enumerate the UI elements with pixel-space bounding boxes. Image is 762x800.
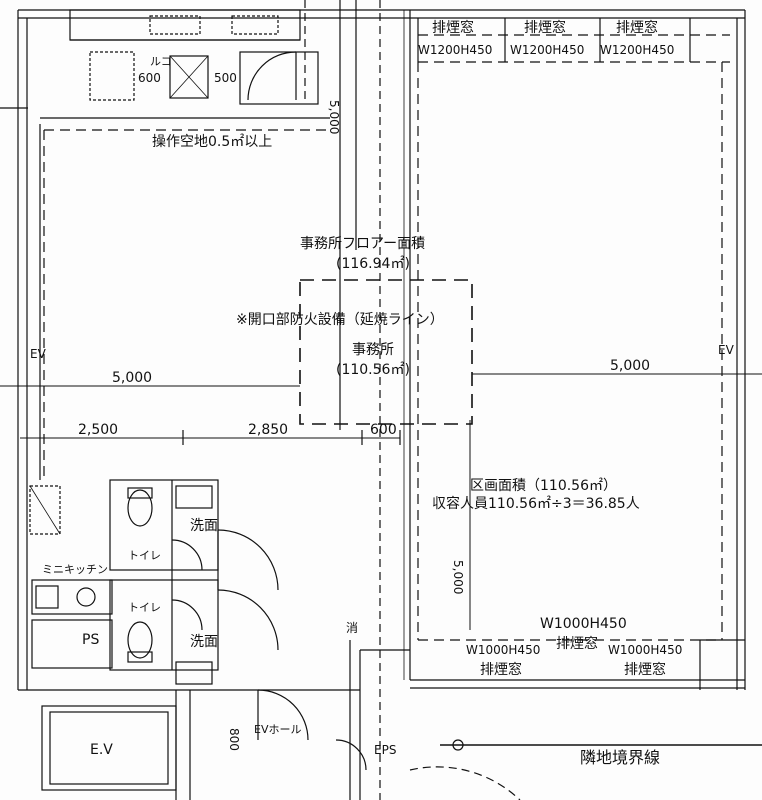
toilet-room-top <box>109 479 219 571</box>
washroom-bottom-label: 洗面 <box>190 634 218 650</box>
kitchen-dim-500: 500 <box>214 71 237 85</box>
toilet-bowl-top <box>127 489 153 527</box>
ev-left-label: EV <box>30 347 46 361</box>
dim-lower-b: 2,850 <box>248 422 289 438</box>
ps-shaft <box>31 619 113 669</box>
dim-top-vertical: 5,000 <box>327 100 341 135</box>
bottom-window-label-center: 排煙窓 <box>556 636 598 652</box>
toilet-room-bottom <box>109 579 219 671</box>
top-window-size-1: W1200H450 <box>418 43 493 57</box>
washroom-top-label: 洗面 <box>190 518 218 534</box>
toilet-bottom-label: トイレ <box>128 601 161 614</box>
bottom-window-label-left: 排煙窓 <box>480 662 522 678</box>
top-counter <box>69 9 301 41</box>
top-window-size-2: W1200H450 <box>510 43 585 57</box>
fire-line-note: ※開口部防火設備（延焼ライン） <box>236 312 444 328</box>
bottom-window-label-right: 排煙窓 <box>624 662 666 678</box>
ev-hall-label: EVホール <box>254 723 302 736</box>
kitchen-dim-600: 600 <box>138 71 161 85</box>
compartment-capacity: 収容人員110.56㎡÷3＝36.85人 <box>432 496 640 512</box>
bottom-window-size-left: W1000H450 <box>466 643 541 657</box>
kitchen-box-label: ルコ <box>150 55 172 68</box>
office-value: (110.56㎡) <box>336 362 410 378</box>
operation-space-note: 操作空地0.5㎡以上 <box>152 134 273 150</box>
top-window-label-2: 排煙窓 <box>524 20 566 36</box>
floor-area-title: 事務所フロアー面積 <box>300 236 426 252</box>
fire-equipment-zone <box>299 279 473 425</box>
dim-lower-c: 600 <box>370 422 397 438</box>
mini-kitchen-counter <box>31 579 113 615</box>
top-window-size-3: W1200H450 <box>600 43 675 57</box>
dim-lower-a: 2,500 <box>78 422 119 438</box>
door-box <box>239 51 319 105</box>
eps-label: EPS <box>374 743 397 757</box>
top-window-label-1: 排煙窓 <box>432 20 474 36</box>
sink-bottom <box>175 661 213 685</box>
elevator-label: E.V <box>90 742 113 758</box>
bottom-window-size-right: W1000H450 <box>608 643 683 657</box>
equipment-box-1 <box>89 51 135 101</box>
dim-right-horizontal: 5,000 <box>610 358 651 374</box>
toilet-top-label: トイレ <box>128 549 161 562</box>
top-window-label-3: 排煙窓 <box>616 20 658 36</box>
hydrant-label: 消 <box>346 621 359 635</box>
dim-lower-vertical: 5,000 <box>451 560 465 595</box>
mini-kitchen-label: ミニキッチン <box>42 563 108 576</box>
dim-left-horizontal: 5,000 <box>112 370 153 386</box>
ev-right-label: EV <box>718 343 734 357</box>
sink-top <box>175 485 213 509</box>
boundary-label: 隣地境界線 <box>580 748 661 767</box>
ps-label: PS <box>82 632 100 648</box>
floor-area-value: (116.94㎡) <box>336 256 410 272</box>
toilet-bowl-bottom <box>127 621 153 659</box>
elevator-car <box>49 711 169 785</box>
compartment-area: 区画面積（110.56㎡） <box>470 478 617 494</box>
office-title: 事務所 <box>352 342 394 358</box>
dim-ev-hall-depth: 800 <box>227 728 241 751</box>
bottom-window-size-center: W1000H450 <box>540 616 627 632</box>
equipment-box-2 <box>169 55 209 99</box>
